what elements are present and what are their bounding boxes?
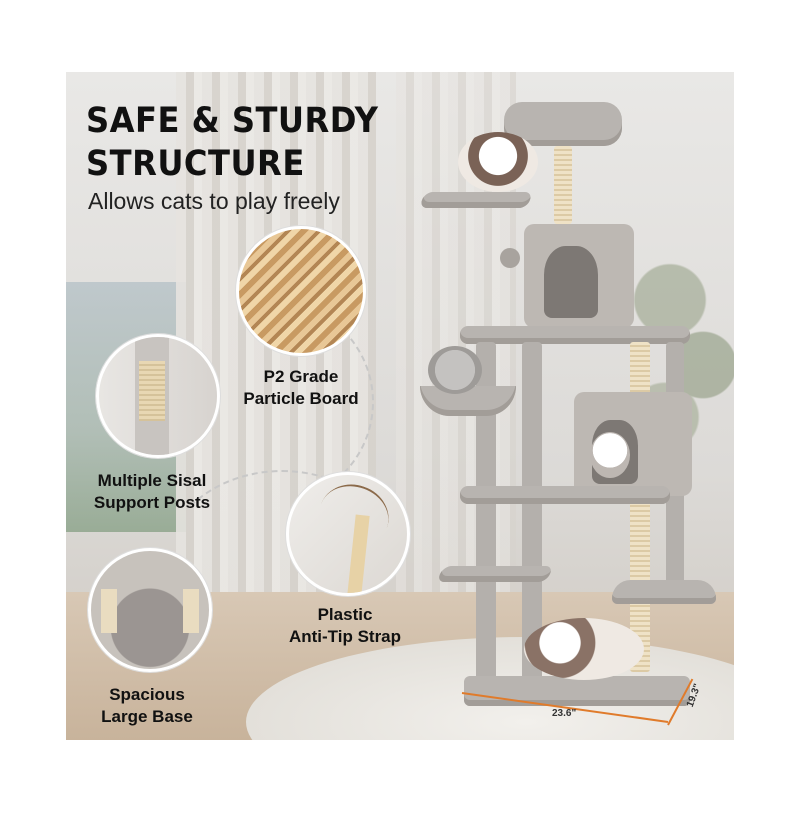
support-post	[476, 342, 496, 692]
headline-line-2: STRUCTURE	[86, 144, 305, 184]
ragdoll-cat-base	[524, 618, 644, 680]
callout-particle-board: P2 Grade Particle Board	[226, 366, 376, 410]
width-dimension-label: 23.6"	[552, 708, 577, 719]
step-left	[436, 566, 554, 582]
connector-arc	[160, 470, 404, 674]
headline-line-1: SAFE & STURDY	[86, 101, 379, 141]
sisal-wrap	[139, 361, 165, 421]
callout-anti-tip-strap: Plastic Anti-Tip Strap	[270, 604, 420, 648]
base-board	[464, 676, 690, 706]
callout-board-line-1: P2 Grade	[263, 367, 339, 386]
callout-strap-line-1: Plastic	[317, 605, 373, 624]
support-post	[522, 342, 542, 692]
large-base-closeup	[88, 548, 212, 672]
connector-arc	[170, 300, 374, 504]
callout-large-base: Spacious Large Base	[72, 684, 222, 728]
grey-cat-hammock	[428, 346, 482, 394]
callout-posts-line-1: Multiple Sisal	[97, 471, 207, 490]
white-cat-condo	[590, 432, 630, 478]
condo-upper-entrance	[544, 246, 598, 318]
cat-tree	[419, 96, 716, 726]
sisal-post	[554, 146, 572, 224]
callout-strap-line-2: Anti-Tip Strap	[288, 627, 402, 646]
callout-sisal-posts: Multiple Sisal Support Posts	[72, 470, 232, 514]
hanging-ball	[500, 248, 520, 268]
ragdoll-cat-top	[458, 132, 538, 192]
sisal-post-closeup	[96, 334, 220, 458]
callout-base-line-2: Large Base	[101, 707, 193, 726]
callout-posts-line-2: Support Posts	[93, 493, 211, 512]
side-platform	[419, 192, 533, 208]
middle-platform	[460, 326, 690, 344]
headline: SAFE & STURDY STRUCTURE	[86, 100, 378, 186]
subtitle: Allows cats to play freely	[88, 188, 340, 214]
step-right	[612, 580, 716, 604]
base-leg	[101, 589, 117, 633]
callout-base-line-1: Spacious	[109, 685, 185, 704]
lower-platform	[460, 486, 670, 504]
callout-board-line-2: Particle Board	[243, 389, 359, 408]
particle-board-closeup	[236, 226, 366, 356]
anti-tip-strap-closeup	[286, 472, 410, 596]
base-leg	[183, 589, 199, 633]
